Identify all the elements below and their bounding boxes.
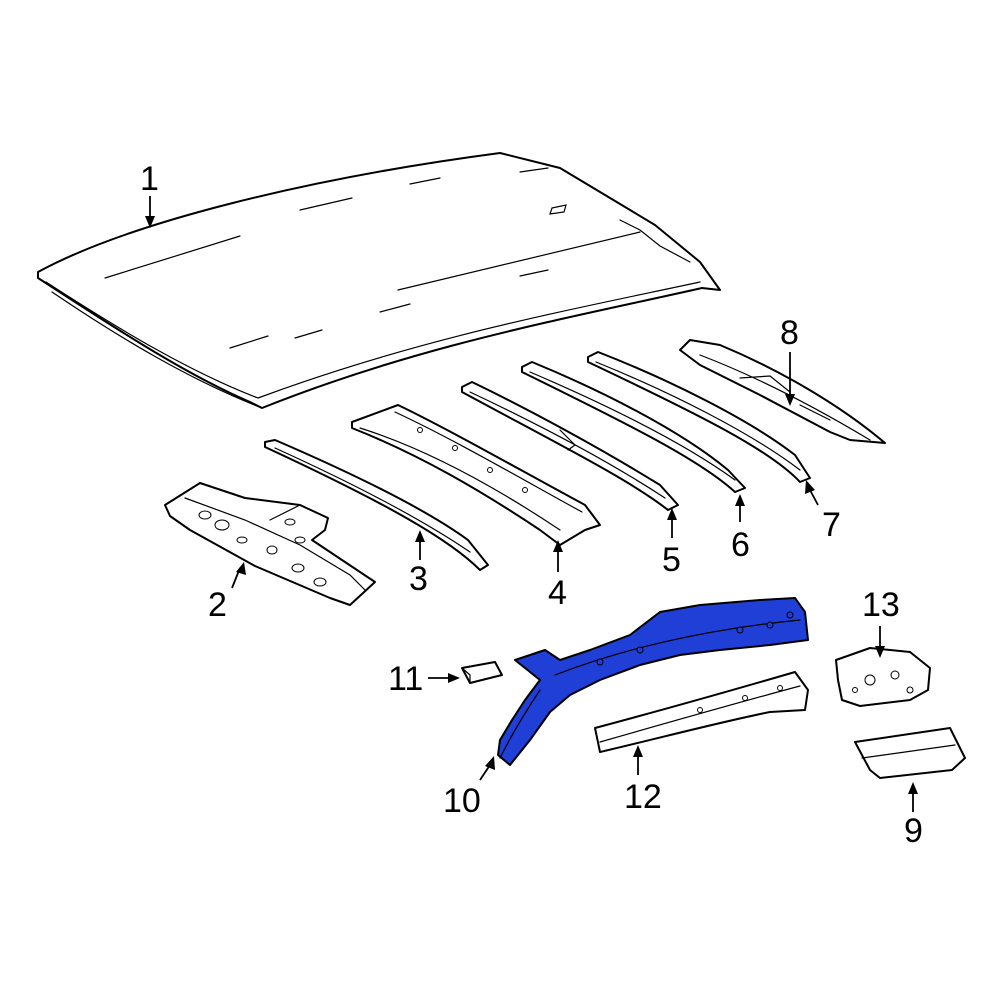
part-13-bracket	[835, 647, 931, 707]
part-6-roof-bow	[521, 361, 746, 493]
leader-lines	[145, 196, 918, 812]
callout-2: 2	[208, 586, 227, 624]
callout-1: 1	[140, 160, 159, 198]
part-7-roof-bow	[587, 351, 811, 483]
part-8-rear-header	[679, 339, 886, 444]
part-9-rear-panel	[854, 727, 966, 779]
callout-10: 10	[443, 782, 481, 820]
part-11-block	[461, 661, 503, 684]
callout-3: 3	[409, 560, 428, 598]
callout-13: 13	[862, 586, 900, 624]
callout-12: 12	[624, 778, 662, 816]
part-12-inner-rail	[594, 671, 809, 753]
part-5-roof-bow	[461, 381, 679, 511]
callout-9: 9	[904, 812, 923, 850]
callout-7: 7	[822, 506, 841, 544]
callout-6: 6	[731, 526, 750, 564]
part-1-roof-panel	[37, 152, 721, 409]
callout-labels: 1 2 3 4 5 6 7 8 9 10 11 12 13	[140, 160, 923, 850]
part-10-side-rail-highlighted	[497, 597, 809, 766]
callout-5: 5	[662, 541, 681, 579]
callout-8: 8	[780, 314, 799, 352]
part-2-front-header	[164, 482, 376, 606]
callout-4: 4	[548, 574, 567, 612]
callout-11: 11	[388, 660, 423, 698]
part-3-roof-bow	[264, 439, 489, 571]
part-4-roof-bow	[351, 404, 601, 546]
